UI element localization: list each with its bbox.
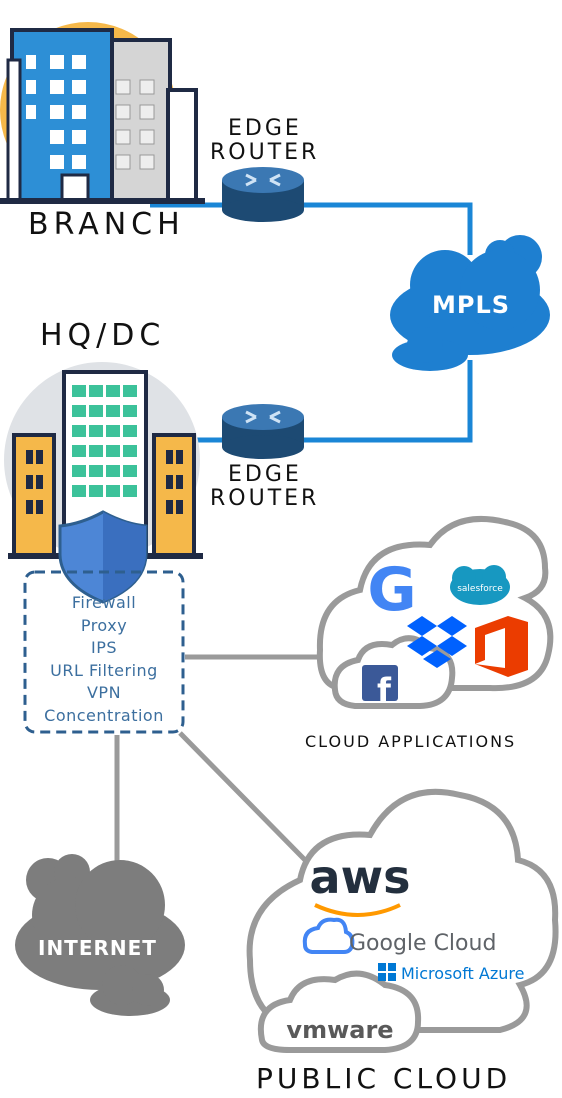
edge-router-bottom-line1: EDGE <box>228 462 302 487</box>
aws-logo: aws <box>310 850 411 904</box>
google-cloud-label: Google Cloud <box>349 931 496 956</box>
google-cloud-logo-icon <box>302 917 355 954</box>
edge-router-bottom-line2: ROUTER <box>210 486 320 511</box>
facebook-logo-icon: f <box>362 665 398 709</box>
microsoft-azure-label: Microsoft Azure <box>401 964 524 983</box>
stack-to-public-cloud-link <box>178 731 307 862</box>
mpls-label: MPLS <box>432 291 511 319</box>
svg-text:salesforce: salesforce <box>457 584 503 594</box>
internet-cloud-icon <box>15 854 185 1016</box>
internet-label: INTERNET <box>38 936 157 960</box>
edge-router-top-icon <box>222 167 304 222</box>
edge-router-top-line1: EDGE <box>228 116 302 141</box>
security-item-proxy: Proxy <box>80 615 128 635</box>
security-stack-box <box>23 570 185 734</box>
cloud-applications-cloud-icon <box>316 516 554 709</box>
salesforce-logo-icon: salesforce <box>450 565 510 605</box>
security-item-concentration: Concentration <box>44 705 164 725</box>
branch-building-icon <box>0 22 205 204</box>
branch-label: BRANCH <box>28 207 185 242</box>
mpls-cloud-icon <box>390 235 550 371</box>
edge-router-bottom-icon <box>222 404 304 459</box>
branch-to-mpls-link <box>150 202 473 255</box>
public-cloud-icon <box>246 788 559 1053</box>
security-item-url-filtering: URL Filtering <box>50 660 158 680</box>
cloud-applications-label: CLOUD APPLICATIONS <box>305 732 517 751</box>
public-cloud-label: PUBLIC CLOUD <box>256 1062 512 1095</box>
security-item-vpn: VPN <box>86 683 122 702</box>
hq-dc-label: HQ/DC <box>40 318 166 353</box>
svg-text:G: G <box>367 555 416 625</box>
dropbox-logo-icon <box>407 616 467 668</box>
svg-text:f: f <box>377 671 392 709</box>
google-g-icon: G <box>367 555 416 625</box>
security-stack-list: Firewall Proxy IPS URL Filtering VPN Con… <box>27 592 181 727</box>
vmware-logo: vmware <box>286 1016 393 1044</box>
security-item-ips: IPS <box>90 638 118 657</box>
edge-router-top-line2: ROUTER <box>210 140 320 165</box>
security-item-firewall: Firewall <box>71 593 137 612</box>
aws-smile-icon <box>314 903 401 917</box>
office-logo-icon <box>475 616 528 677</box>
microsoft-azure-logo-icon <box>378 963 396 981</box>
security-shield-icon <box>58 510 148 604</box>
